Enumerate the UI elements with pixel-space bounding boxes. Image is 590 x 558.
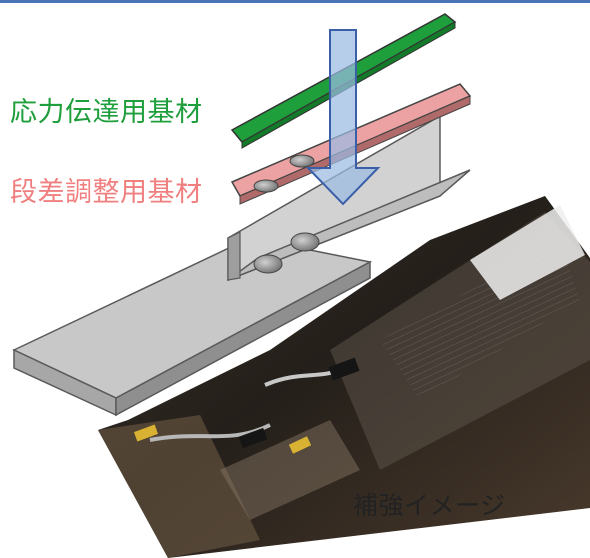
reinforcement-image-label: 補強イメージ xyxy=(353,491,506,520)
step-adjustment-substrate-label: 段差調整用基材 xyxy=(10,177,203,208)
stress-transfer-substrate-label: 応力伝達用基材 xyxy=(10,97,203,128)
top-rule xyxy=(0,0,590,3)
bolt-head-icon xyxy=(253,232,320,274)
steel-angle-flange xyxy=(227,114,471,282)
steel-base-plate xyxy=(12,237,373,417)
reinforcement-photo xyxy=(98,196,590,558)
down-arrow-icon xyxy=(305,29,381,206)
